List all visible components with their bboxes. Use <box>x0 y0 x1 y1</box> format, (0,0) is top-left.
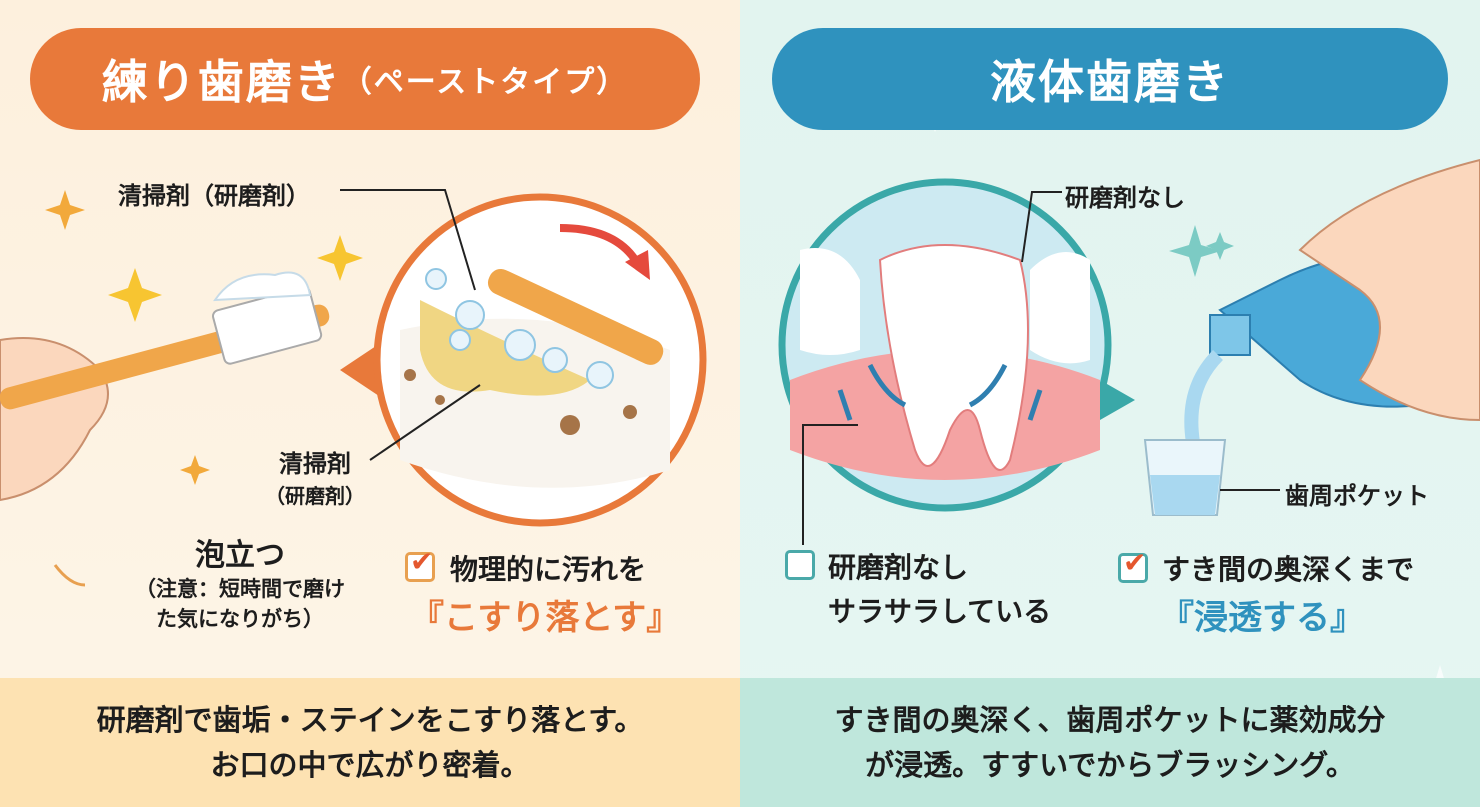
toothpaste-panel: 練り歯磨き（ペーストタイプ） 清掃剤（研磨剤） 清掃剤（研磨剤） 泡立つ （注意… <box>0 0 740 807</box>
check-icon: ✔ <box>1123 546 1147 579</box>
summary-line: お口の中で広がり密着。 <box>210 747 530 782</box>
sparkle-icon <box>45 190 363 485</box>
label: 清掃剤 <box>279 450 351 478</box>
label-no-abrasive: 研磨剤なし <box>1065 184 1185 212</box>
checkbox-checked: ✔ <box>405 545 435 582</box>
point-text: 物理的に汚れを <box>450 553 647 586</box>
checkbox-checked: ✔ <box>1118 546 1148 583</box>
point-text: すき間の奥深くまで <box>1162 553 1415 586</box>
foam-note-line: （注意：短時間で磨け <box>135 577 345 601</box>
liquid-illustration <box>778 45 1480 680</box>
checkbox-unchecked <box>785 550 815 580</box>
title: 液体歯磨き <box>990 55 1230 109</box>
liquid-title-banner: 液体歯磨き <box>772 28 1448 130</box>
summary-line: 研磨剤で歯垢・ステインをこすり落とす。 <box>96 702 644 737</box>
point-highlight: 『浸透する』 <box>1160 598 1364 638</box>
point-highlight: 『こすり落とす』 <box>410 598 681 638</box>
sparkle-icon <box>1169 225 1234 277</box>
label-cleaner-top: 清掃剤（研磨剤） <box>118 182 310 210</box>
label-periodontal-pocket: 歯周ポケット <box>1285 482 1429 510</box>
foam-note: 泡立つ （注意：短時間で磨け た気になりがち） <box>90 530 390 634</box>
point-text: サラサラしている <box>828 595 1052 628</box>
summary-line: すき間の奥深く、歯周ポケットに薬効成分 <box>834 702 1386 737</box>
point-a: 研磨剤なし サラサラしている <box>828 546 1051 634</box>
toothpaste-illustration <box>0 189 707 587</box>
title: 練り歯磨き <box>101 55 342 109</box>
toothpaste-summary: 研磨剤で歯垢・ステインをこすり落とす。 お口の中で広がり密着。 <box>0 678 740 807</box>
foam-label: 泡立つ <box>195 538 285 573</box>
point-text: 研磨剤なし <box>828 551 969 584</box>
label: （研磨剤） <box>265 484 365 508</box>
liquid-summary: すき間の奥深く、歯周ポケットに薬効成分 が浸透。すすいでからブラッシング。 <box>740 678 1480 807</box>
summary-line: が浸透。すすいでからブラッシング。 <box>865 747 1355 782</box>
check-icon: ✔ <box>410 545 434 578</box>
toothpaste-title-banner: 練り歯磨き（ペーストタイプ） <box>30 28 700 130</box>
foam-note-line: た気になりがち） <box>156 607 324 631</box>
title-sub: （ペーストタイプ） <box>341 65 629 100</box>
label-cleaner-mid: 清掃剤 （研磨剤） <box>265 448 365 512</box>
liquid-panel: 液体歯磨き 研磨剤なし 歯周ポケット 研磨剤なし サラサラしている ✔ すき間の… <box>740 0 1480 807</box>
